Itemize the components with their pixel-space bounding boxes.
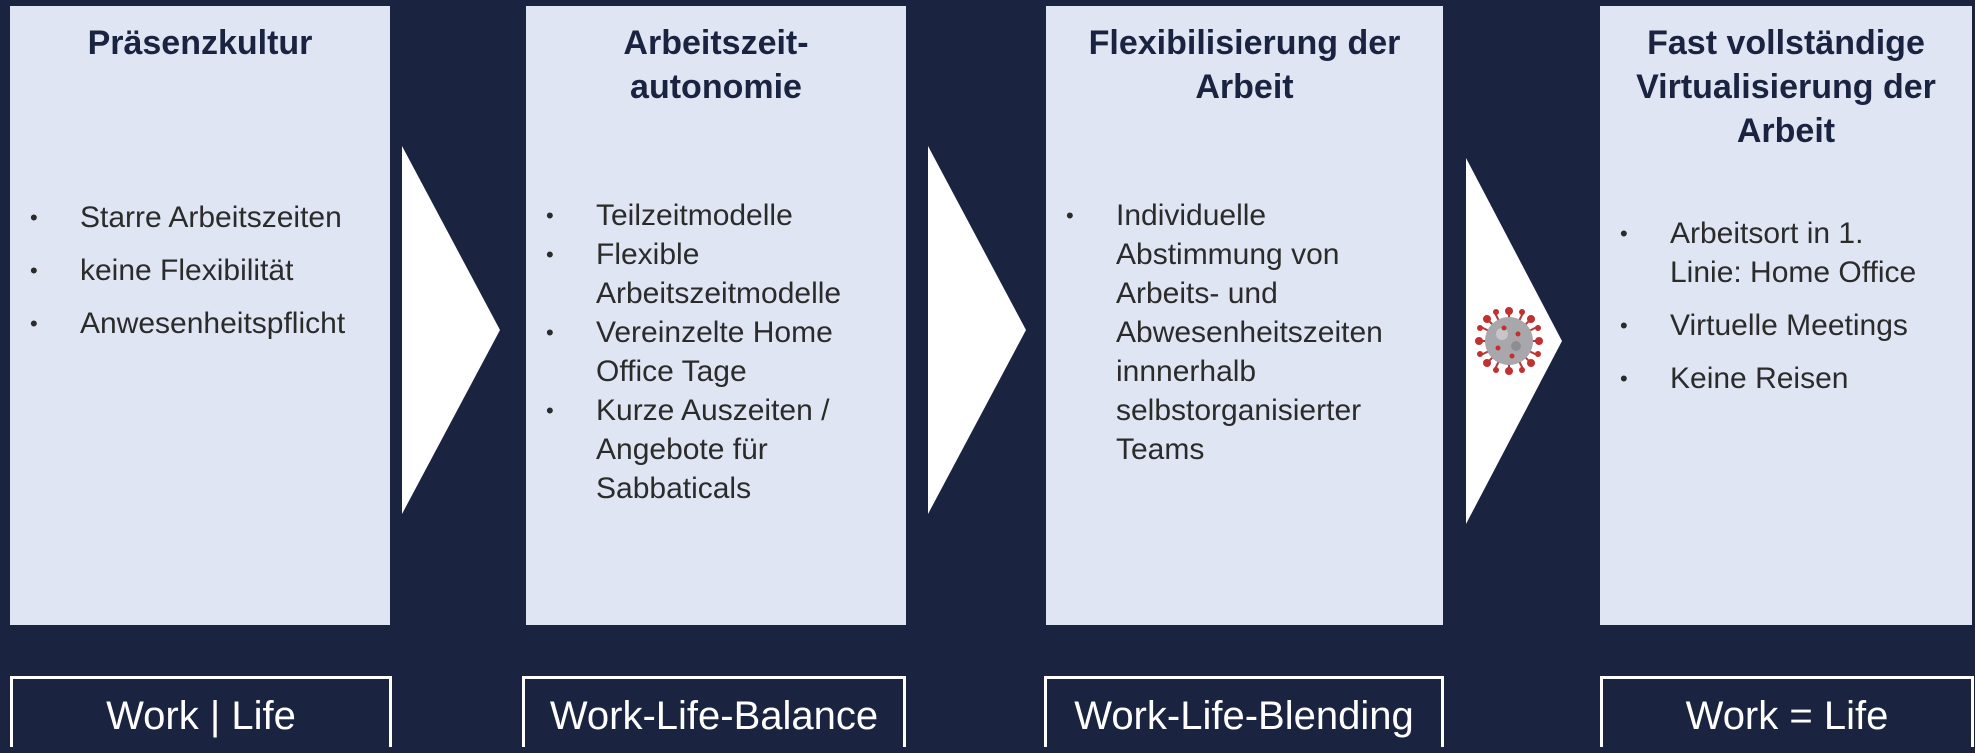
bullet-item: Flexible Arbeitszeitmodelle [526,235,906,313]
bullet-item: Anwesenheitspflicht [10,304,390,343]
stage-panel-3: Flexibilisierung der Arbeit Individuelle… [1046,6,1443,625]
stage-panel-1: Präsenzkultur Starre Arbeitszeiten keine… [10,6,390,625]
bullet-item: Keine Reisen [1600,359,1972,398]
stage-bullets-2: Teilzeitmodelle Flexible Arbeitszeitmode… [526,196,906,508]
stage-label-4: Work = Life [1600,676,1974,747]
bullet-item: Individuelle Abstimmung von Arbeits- und… [1046,196,1443,469]
coronavirus-icon [1475,307,1543,375]
stage-label-3: Work-Life-Blending [1044,676,1444,747]
bullet-item: Virtuelle Meetings [1600,306,1972,345]
stage-title-3: Flexibilisierung der Arbeit [1088,24,1401,106]
stage-title-2: Arbeitszeit- autonomie [623,24,809,106]
bullet-item: Vereinzelte Home Office Tage [526,313,906,391]
arrow-right-icon [402,146,500,514]
stage-label-1: Work | Life [10,676,392,747]
arrow-right-icon [928,146,1026,514]
stage-bullets-3: Individuelle Abstimmung von Arbeits- und… [1046,196,1443,469]
bullet-item: Teilzeitmodelle [526,196,906,235]
stage-label-2: Work-Life-Balance [522,676,906,747]
stage-bullets-4: Arbeitsort in 1. Linie: Home Office Virt… [1600,214,1972,398]
bullet-item: Starre Arbeitszeiten [10,198,390,237]
stage-title-4: Fast vollständige Virtualisierung der Ar… [1636,24,1936,150]
stage-title-1: Präsenzkultur [87,24,313,62]
stage-panel-4: Fast vollständige Virtualisierung der Ar… [1600,6,1972,625]
stage-bullets-1: Starre Arbeitszeiten keine Flexibilität … [10,198,390,343]
stage-panel-2: Arbeitszeit- autonomie Teilzeitmodelle F… [526,6,906,625]
bullet-item: keine Flexibilität [10,251,390,290]
bullet-item: Kurze Auszeiten / Angebote für Sabbatica… [526,391,906,508]
bullet-item: Arbeitsort in 1. Linie: Home Office [1600,214,1972,292]
